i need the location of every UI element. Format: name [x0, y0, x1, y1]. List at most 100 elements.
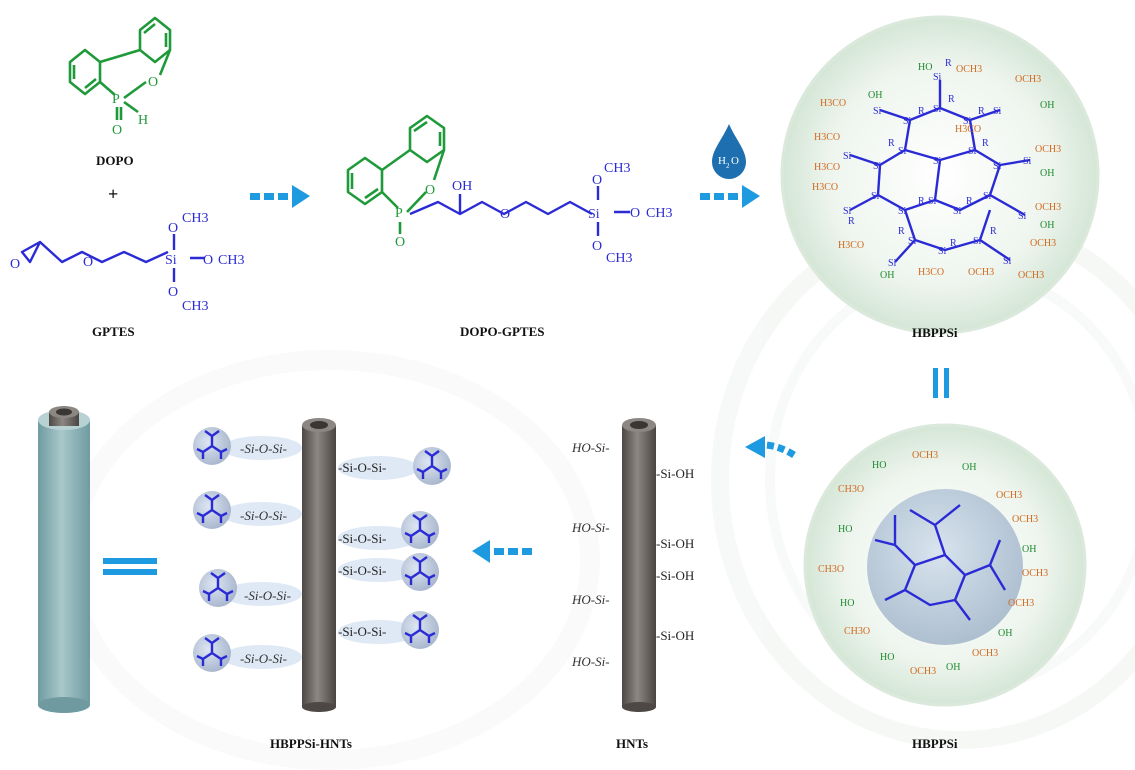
svg-text:OH: OH — [998, 628, 1012, 639]
svg-text:Si: Si — [871, 191, 880, 202]
svg-text:Si: Si — [873, 106, 882, 117]
svg-text:OCH3: OCH3 — [956, 64, 982, 75]
dopo-structure: P O O H DOPO — [68, 16, 172, 168]
svg-text:H3CO: H3CO — [812, 182, 838, 193]
svg-text:H3CO: H3CO — [838, 240, 864, 251]
dopo-gptes-ch3-bot: CH3 — [606, 251, 632, 266]
svg-text:Si: Si — [963, 116, 972, 127]
svg-text:HO: HO — [918, 62, 932, 73]
svg-text:R: R — [982, 138, 989, 149]
dopo-gptes-label: DOPO-GPTES — [460, 324, 545, 339]
svg-text:HO: HO — [838, 524, 852, 535]
svg-text:O: O — [731, 155, 739, 167]
svg-text:-Si-O-Si-: -Si-O-Si- — [240, 441, 287, 456]
svg-text:Si: Si — [1023, 156, 1032, 167]
gptes-ch3-mid: CH3 — [218, 253, 244, 268]
svg-text:-Si-O-Si-: -Si-O-Si- — [244, 588, 291, 603]
svg-text:-Si-O-Si-: -Si-O-Si- — [240, 508, 287, 523]
curved-dotted-arrow — [745, 436, 796, 458]
hbppsi-top-label: HBPPSi — [912, 325, 958, 340]
svg-text:CH3O: CH3O — [838, 484, 864, 495]
svg-text:Si: Si — [1003, 256, 1012, 267]
dopo-gptes-ch3-top: CH3 — [604, 161, 630, 176]
svg-text:Si: Si — [933, 156, 942, 167]
svg-text:OCH3: OCH3 — [1012, 514, 1038, 525]
svg-text:Si: Si — [983, 191, 992, 202]
svg-text:R: R — [918, 106, 925, 117]
dotted-arrow-3 — [472, 540, 532, 563]
hbppsi-hnts-label: HBPPSi-HNTs — [270, 736, 352, 751]
svg-text:-Si-OH: -Si-OH — [656, 628, 694, 643]
gptes-label: GPTES — [92, 324, 135, 339]
svg-text:OCH3: OCH3 — [968, 267, 994, 278]
gptes-ch3-bot: CH3 — [182, 299, 208, 314]
svg-text:Si: Si — [898, 146, 907, 157]
dopo-oxo: O — [112, 123, 122, 138]
svg-text:-Si-O-Si-: -Si-O-Si- — [338, 563, 386, 578]
svg-text:R: R — [945, 58, 952, 69]
svg-text:OCH3: OCH3 — [1015, 74, 1041, 85]
gptes-o-top: O — [168, 221, 178, 236]
dopo-gptes-si: Si — [588, 207, 600, 222]
svg-text:-Si-OH: -Si-OH — [656, 536, 694, 551]
svg-text:HO: HO — [872, 460, 886, 471]
svg-text:R: R — [950, 238, 957, 249]
svg-text:OH: OH — [962, 462, 976, 473]
svg-text:Si: Si — [933, 104, 942, 115]
svg-text:HO-Si-: HO-Si- — [571, 440, 610, 455]
svg-text:Si: Si — [928, 196, 937, 207]
svg-text:R: R — [848, 216, 855, 227]
svg-text:OCH3: OCH3 — [996, 490, 1022, 501]
svg-text:HO-Si-: HO-Si- — [571, 592, 610, 607]
gptes-structure: O O Si O CH3 O CH3 O CH3 GPTES — [10, 211, 244, 339]
dopo-h-atom: H — [138, 113, 148, 128]
hnts-label: HNTs — [616, 736, 648, 751]
svg-text:Si: Si — [993, 106, 1002, 117]
svg-text:Si: Si — [938, 246, 947, 257]
svg-text:Si: Si — [898, 206, 907, 217]
svg-text:Si: Si — [933, 72, 942, 83]
dopo-gptes-o-top: O — [592, 173, 602, 188]
svg-text:OH: OH — [868, 90, 882, 101]
svg-text:-Si-O-Si-: -Si-O-Si- — [240, 651, 287, 666]
svg-text:Si: Si — [1018, 211, 1027, 222]
svg-text:OH: OH — [1040, 220, 1054, 231]
svg-text:Si: Si — [873, 161, 882, 172]
svg-text:R: R — [898, 226, 905, 237]
water-drop-icon: H 2 O — [712, 124, 746, 179]
svg-text:Si: Si — [888, 258, 897, 269]
dotted-arrow-2 — [700, 185, 760, 208]
hbppsi-hnts-structure: -Si-O-Si- -Si-O-Si- -Si-O-Si- -Si-O-Si- … — [193, 418, 451, 751]
svg-text:OH: OH — [880, 270, 894, 281]
svg-text:OCH3: OCH3 — [1018, 270, 1044, 281]
svg-text:HO-Si-: HO-Si- — [571, 520, 610, 535]
dopo-label: DOPO — [96, 153, 134, 168]
coated-tube — [38, 406, 90, 713]
svg-text:R: R — [888, 138, 895, 149]
dopo-gptes-o: O — [425, 183, 435, 198]
svg-text:CH3O: CH3O — [844, 626, 870, 637]
svg-text:OCH3: OCH3 — [972, 648, 998, 659]
svg-text:HO: HO — [840, 598, 854, 609]
svg-text:Si: Si — [908, 236, 917, 247]
dopo-o-atom: O — [148, 75, 158, 90]
svg-text:-Si-OH: -Si-OH — [656, 568, 694, 583]
dopo-gptes-p: P — [395, 206, 403, 221]
svg-text:OCH3: OCH3 — [1030, 238, 1056, 249]
svg-text:R: R — [966, 196, 973, 207]
hbppsi-network-sphere: Si Si Si Si Si Si Si Si Si Si Si Si Si S… — [780, 15, 1100, 340]
svg-text:Si: Si — [973, 236, 982, 247]
dopo-gptes-oh: OH — [452, 179, 472, 194]
ether-o: O — [83, 255, 93, 270]
svg-text:H: H — [718, 155, 726, 167]
hbppsi-schematic-sphere: HO OCH3 OH CH3O OCH3 HO OCH3 OH CH3O OCH… — [803, 423, 1087, 751]
svg-text:-Si-OH: -Si-OH — [656, 466, 694, 481]
equals-horizontal-icon — [103, 558, 157, 575]
svg-text:Si: Si — [953, 206, 962, 217]
svg-text:OH: OH — [1040, 168, 1054, 179]
gptes-si: Si — [165, 253, 177, 268]
svg-text:HO: HO — [880, 652, 894, 663]
svg-text:OCH3: OCH3 — [1035, 144, 1061, 155]
svg-text:R: R — [948, 94, 955, 105]
svg-text:OCH3: OCH3 — [1022, 568, 1048, 579]
